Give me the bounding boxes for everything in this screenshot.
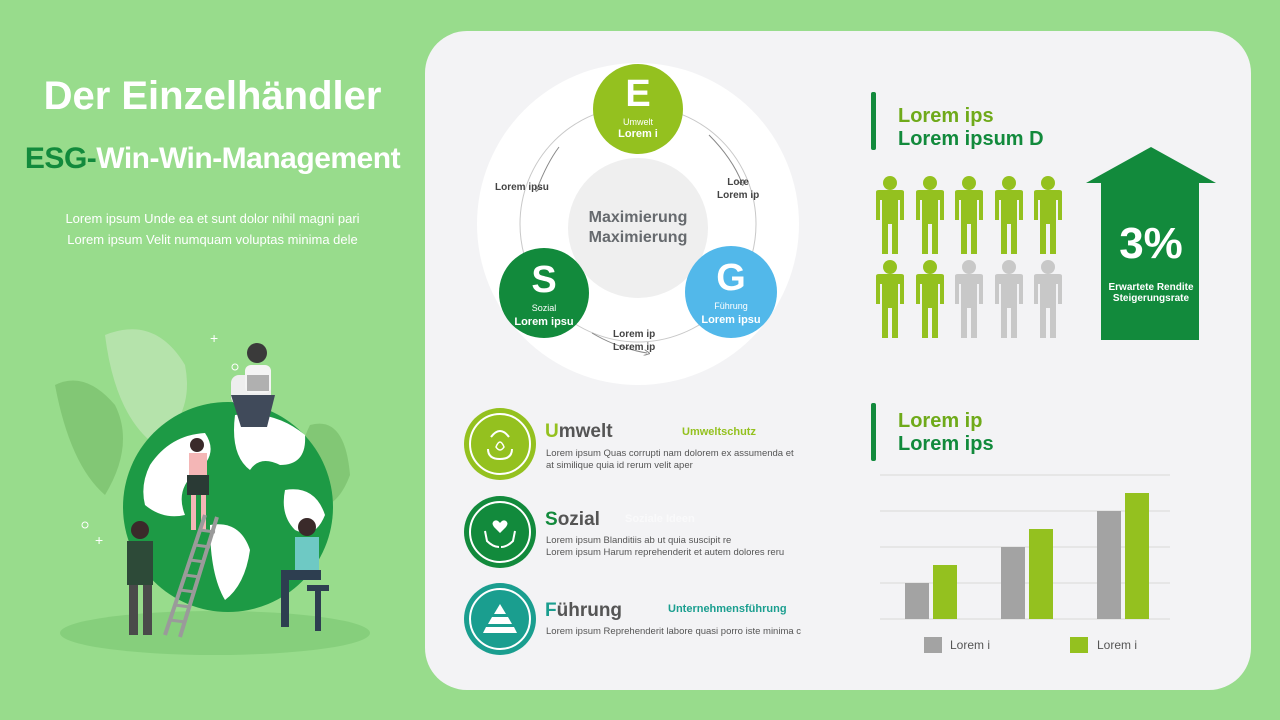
chart-bar <box>905 583 929 619</box>
cycle-center-text: Maximierung Maximierung <box>568 208 708 248</box>
growth-caption-line: Erwartete Rendite <box>1108 282 1194 293</box>
node-label: Führung <box>714 301 748 311</box>
esg-item-text: Lorem ipsum Blanditiis ab ut quia suscip… <box>546 535 784 559</box>
person-icon <box>1034 260 1062 338</box>
cycle-center-line: Maximierung <box>588 229 688 246</box>
node-governance: G Führung Lorem ipsu <box>685 246 777 338</box>
chart-heading-line1: Lorem ip <box>898 410 983 432</box>
esg-item-text: Lorem ipsum Reprehenderit labore quasi p… <box>546 626 801 638</box>
arrow-label-line: Lorem ip <box>613 342 656 353</box>
arrow-label-line: Lorem ip <box>613 329 656 340</box>
esg-item-tag: Soziale Ideen <box>625 513 695 525</box>
esg-item-title: Sozial <box>545 509 600 531</box>
pyramid-icon <box>464 583 536 655</box>
heart-hands-icon <box>464 496 536 568</box>
person-icon <box>1034 176 1062 254</box>
esg-item-tag: Unternehmensführung <box>668 603 787 615</box>
person-icon <box>876 176 904 254</box>
growth-percent: 3% <box>1119 219 1183 268</box>
bar-chart <box>880 474 1170 620</box>
esg-item-text-line: Lorem ipsum Reprehenderit labore quasi p… <box>546 626 802 637</box>
main-panel: Maximierung Maximierung E Umwelt Lorem i… <box>425 31 1251 690</box>
legend-label: Lorem i <box>950 638 991 652</box>
growth-arrow <box>1086 147 1216 340</box>
esg-item-text-line: at similique quia id rerum velit aper <box>546 460 693 471</box>
chart-heading-line2: Lorem ips <box>898 433 994 455</box>
node-sub: Lorem ipsu <box>514 316 574 328</box>
legend-swatch-gray <box>924 637 942 653</box>
esg-item-rest: ührung <box>556 600 623 621</box>
cycle-arrow-label-bottom: Lorem ip Lorem ip <box>613 328 655 354</box>
chart-bar <box>933 565 957 619</box>
node-letter: S <box>531 259 557 301</box>
esg-item-title: Führung <box>545 600 622 622</box>
node-sub: Lorem ipsu <box>701 314 761 326</box>
people-heading-line2: Lorem ipsum D <box>898 128 1044 150</box>
esg-item-text-line: Lorem ipsum Blanditiis ab ut quia suscip… <box>546 535 732 546</box>
subtitle-rest: Win-Win-Management <box>96 142 401 175</box>
chart-bar <box>1001 547 1025 619</box>
heading-accent-bar <box>871 403 876 461</box>
node-environment: E Umwelt Lorem i <box>593 64 683 154</box>
esg-item-title: Umwelt <box>545 421 613 443</box>
subtitle-esg: ESG- <box>24 142 97 175</box>
person-icon <box>876 260 904 338</box>
svg-text:+: + <box>95 532 103 548</box>
chart-heading: Lorem ip Lorem ips <box>898 410 994 456</box>
people-heading-line1: Lorem ips <box>898 105 994 127</box>
esg-item-initial: F <box>545 600 557 621</box>
svg-text:+: + <box>210 330 218 346</box>
node-letter: E <box>625 73 651 115</box>
chart-bar <box>1029 529 1053 619</box>
page-subtitle: ESG-Win-Win-Management <box>0 142 425 176</box>
person-icon <box>994 176 1023 254</box>
person-icon <box>915 260 944 338</box>
arrow-label-line: Lorem ip <box>717 190 760 201</box>
esg-item-initial: U <box>545 421 559 442</box>
node-label: Sozial <box>531 303 557 313</box>
esg-item-tag: Umweltschutz <box>682 426 756 438</box>
person-icon <box>994 260 1023 338</box>
esg-item-text: Lorem ipsum Quas corrupti nam dolorem ex… <box>546 448 794 472</box>
node-label: Umwelt <box>622 117 653 127</box>
person-icon <box>955 260 983 338</box>
esg-item-text-line: Lorem ipsum Quas corrupti nam dolorem ex… <box>546 448 794 459</box>
node-social: S Sozial Lorem ipsu <box>499 248 589 338</box>
cycle-arrow-label-right: Lore Lorem ip <box>717 176 759 202</box>
esg-item-initial: S <box>545 509 558 530</box>
chart-bar <box>1125 493 1149 619</box>
globe-people-illustration: + + <box>55 329 370 655</box>
person-icon <box>915 176 944 254</box>
person-icon <box>955 176 983 254</box>
chart-bar <box>1097 511 1121 619</box>
node-sub: Lorem i <box>618 128 658 140</box>
people-heading: Lorem ips Lorem ipsum D <box>898 105 1044 151</box>
recycle-leaf-icon <box>464 408 536 480</box>
legend-label: Lorem i <box>1097 638 1138 652</box>
growth-caption-line: Steigerungsrate <box>1112 293 1190 304</box>
page-title: Der Einzelhändler <box>43 74 382 118</box>
growth-caption: Erwartete Rendite Steigerungsrate <box>1100 282 1202 304</box>
cycle-core <box>568 158 708 298</box>
esg-item-text-line: Lorem ipsum Harum reprehenderit et autem… <box>546 547 785 558</box>
left-description-line: Lorem ipsum Unde ea et sunt dolor nihil … <box>65 211 360 226</box>
legend-swatch-green <box>1070 637 1088 653</box>
arrow-label-line: Lore <box>727 177 749 188</box>
esg-item-rest: mwelt <box>558 421 613 442</box>
cycle-center-line: Maximierung <box>588 209 688 226</box>
heading-accent-bar <box>871 92 876 150</box>
esg-item-rest: ozial <box>557 509 600 530</box>
left-description: Lorem ipsum Unde ea et sunt dolor nihil … <box>0 208 425 250</box>
left-description-line: Lorem ipsum Velit numquam voluptas minim… <box>67 232 358 247</box>
node-letter: G <box>716 257 746 299</box>
cycle-arrow-label-left: Lorem ipsu <box>495 182 549 193</box>
